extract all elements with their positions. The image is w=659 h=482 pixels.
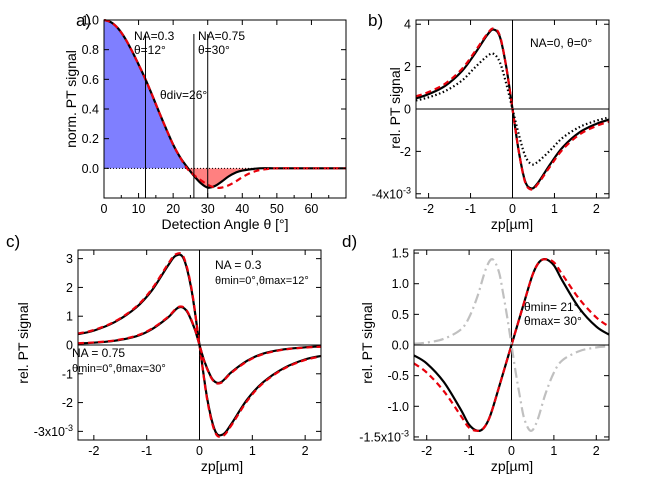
panel-a-ytick-label: 1.0 — [82, 14, 99, 28]
panel-a-annot-na03-line2: θ=12° — [134, 43, 166, 57]
panel-b-label: b) — [368, 11, 383, 30]
panel-c-xtick-label: 1 — [249, 444, 256, 458]
panel-c-lines — [77, 250, 322, 440]
panel-d-annot-line1: θmin= 21°, — [524, 300, 582, 314]
panel-a-ylabel: norm. PT signal — [63, 50, 79, 148]
panel-d-xtick-label: 1 — [550, 444, 557, 458]
panel-b-xtick-label: 1 — [551, 202, 558, 216]
panel-b-xtick-label: -1 — [465, 202, 476, 216]
panel-d-ylabel: rel. PT signal — [359, 302, 375, 383]
panel-c-ytick-label: 1 — [66, 310, 73, 324]
panel-d-xlabel: zp[µm] — [491, 458, 533, 474]
panel-b-ytick-label: -2 — [400, 145, 411, 159]
panel-c-ytick-label: -2 — [62, 396, 73, 410]
panel-a-label: a) — [76, 11, 91, 30]
panel-a-xlabel: Detection Angle θ [°] — [161, 216, 288, 232]
panel-b-xlabel: zp[µm] — [491, 216, 533, 232]
panel-a-annot-na03-line1: NA=0.3 — [134, 29, 175, 43]
panel-d-xtick-label: 0 — [508, 444, 515, 458]
panel-c-xtick-label: -2 — [88, 444, 99, 458]
panel-d-ytick-label: 1.5 — [392, 247, 409, 261]
panel-a-ytick-label: 0.4 — [82, 103, 99, 117]
panel-a-annot-na075-line2: θ=30° — [198, 43, 230, 57]
panel-c-xtick-label: -1 — [141, 444, 152, 458]
panel-d-xtick-label: -2 — [421, 444, 432, 458]
panel-c-xtick-label: 0 — [196, 444, 203, 458]
panel-b-ytick-label: -4x10-3 — [372, 185, 411, 201]
panel-d-series-2-dashdot-gray — [413, 258, 610, 432]
panel-d-annot-line2: θmax= 30° — [524, 314, 582, 328]
panel-c-label: c) — [6, 232, 20, 251]
panel-c-series-2-solid-black — [77, 305, 322, 385]
panel-c-xlabel: zp[µm] — [201, 458, 243, 474]
panel-d-series-0-solid-black — [413, 257, 610, 433]
panel-a-annot-na075-line1: NA=0.75 — [198, 29, 245, 43]
panel-d-ytick-label: -1.5x10-3 — [359, 428, 409, 444]
panel-a-ytick-label: 0.2 — [82, 132, 99, 146]
panel-b-lines — [415, 20, 610, 198]
panel-b-xtick-label: 0 — [509, 202, 516, 216]
panel-a: 0 10 20 30 40 50 60 0.0 0.2 0.4 0.6 0.8 1.0 a) Detec… — [63, 11, 347, 232]
panel-a-xtick-label: 60 — [304, 202, 318, 216]
panel-c-annot-na075-line1: NA = 0.75 — [72, 346, 125, 360]
panel-c-ytick-label: -3x10-3 — [34, 423, 73, 439]
panel-b-ytick-label: 4 — [404, 18, 411, 32]
panel-d-ytick-label: 0.5 — [392, 308, 409, 322]
panel-d-ytick-label: 0.0 — [392, 339, 409, 353]
panel-b-ytick-label: 2 — [404, 60, 411, 74]
panel-d-xtick-label: 2 — [593, 444, 600, 458]
panel-c-xtick-label: 2 — [302, 444, 309, 458]
panel-a-xtick-label: 50 — [270, 202, 284, 216]
panel-d-lines — [413, 250, 610, 440]
panel-d-ytick-label: -0.5 — [387, 369, 409, 383]
panel-d-xtick-label: -1 — [464, 444, 475, 458]
panel-d-ytick-label: 1.0 — [392, 277, 409, 291]
panel-d-label: d) — [342, 232, 357, 251]
panel-c-ytick-label: 3 — [66, 252, 73, 266]
panel-b-series-2-dotted-black — [415, 52, 610, 166]
panel-b-xtick-label: -2 — [423, 202, 434, 216]
panel-b-ytick-label: 0 — [404, 103, 411, 117]
panel-a-xtick-label: 0 — [101, 202, 108, 216]
panel-a-ytick-label: 0.0 — [82, 162, 99, 176]
panel-c-annot-na075-line2: θmin=0°,θmax=30° — [72, 363, 166, 375]
panel-c-annot-na03-line1: NA = 0.3 — [215, 258, 262, 272]
panel-d-series-1-dashed-red — [413, 258, 610, 432]
panel-a-xtick-label: 10 — [132, 202, 146, 216]
panel-b-series-1-dashed-red — [415, 27, 610, 191]
panel-b-annotation: NA=0, θ=0° — [530, 36, 592, 50]
panel-b: -2 -1 0 1 2 -4x10-3 -2 0 2 4 b) zp[µm] rel. PT si… — [368, 11, 610, 232]
panel-a-xtick-label: 40 — [235, 202, 249, 216]
panel-a-annot-thetadiv: θdiv=26° — [160, 88, 207, 102]
panel-c-ytick-label: 0 — [66, 339, 73, 353]
panel-a-xtick-label: 20 — [166, 202, 180, 216]
panel-a-xtick-label: 30 — [201, 202, 215, 216]
panel-c-annot-na03-line2: θmin=0°,θmax=12° — [215, 275, 309, 287]
panel-c-ytick-label: -1 — [62, 367, 73, 381]
panel-a-ytick-label: 0.8 — [82, 43, 99, 57]
panel-b-xtick-label: 2 — [593, 202, 600, 216]
panel-c-ylabel: rel. PT signal — [15, 302, 31, 383]
panel-d-ytick-label: -1.0 — [387, 400, 409, 414]
panel-c: -2 -1 0 1 2 -3x10-3 -2 -1 0 1 2 3 c) zp[µm] rel. PT… — [6, 232, 322, 474]
panel-c-series-3-dashed-red — [77, 305, 322, 385]
panel-b-ylabel: rel. PT signal — [387, 67, 403, 148]
panel-c-ytick-label: 2 — [66, 281, 73, 295]
panel-a-ytick-label: 0.6 — [82, 73, 99, 87]
